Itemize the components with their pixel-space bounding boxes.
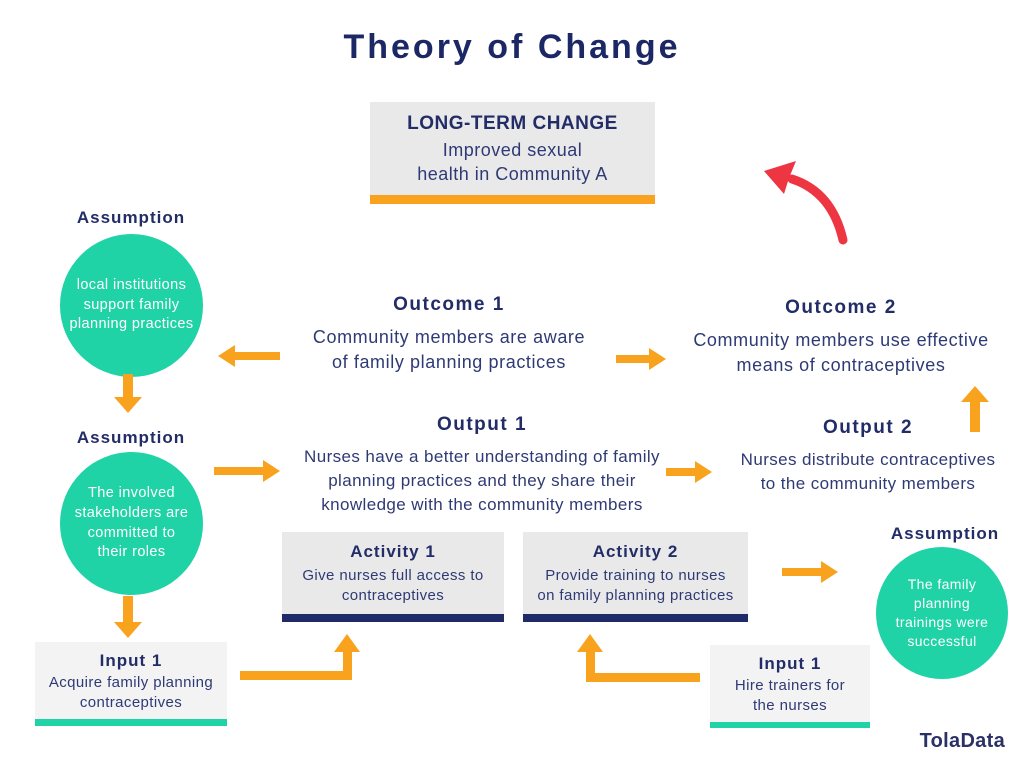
activity-2-text: Provide training to nurses on family pla…: [537, 567, 734, 604]
arrow-shaft: [123, 596, 133, 623]
input-1-right-text: Hire trainers for the nurses: [734, 677, 846, 714]
assumption-1-text: local institutions support family planni…: [69, 277, 194, 333]
long-term-change-text: Improved sexual health in Community A: [417, 140, 608, 185]
arrow-head: [695, 461, 712, 483]
assumption-3-text: The family planning trainings were succe…: [895, 576, 989, 649]
activity-1-heading: Activity 1: [350, 542, 436, 561]
outcome-1-text: Community members are aware of family pl…: [312, 327, 586, 373]
outcome-2-block: Outcome 2 Community members use effectiv…: [670, 297, 1012, 378]
arrow-shaft-horizontal: [586, 673, 700, 682]
input-1-left-heading: Input 1: [99, 651, 163, 670]
arrow-shaft: [616, 355, 651, 363]
arrow-right-assumption2-to-output1: [214, 460, 280, 482]
arrow-head: [649, 348, 666, 370]
output-1-heading: Output 1: [436, 414, 528, 435]
output-1-text: Nurses have a better understanding of fa…: [304, 447, 660, 514]
page-title: Theory of Change: [343, 28, 681, 66]
input-1-left-box: Input 1 Acquire family planning contrace…: [35, 642, 227, 726]
output-1-block: Output 1 Nurses have a better understand…: [282, 414, 682, 516]
assumption-3-label: Assumption: [890, 524, 1000, 543]
elbow-arrow-input1-to-activity2: [577, 634, 700, 682]
arrow-shaft-vertical: [343, 652, 352, 680]
activity-1-box: Activity 1 Give nurses full access to co…: [282, 532, 504, 622]
input-1-right-box: Input 1 Hire trainers for the nurses: [710, 645, 870, 728]
arrow-down-assumption2-to-input1: [114, 596, 142, 638]
arrow-down-assumption1-to-assumption2: [114, 374, 142, 413]
activity-2-heading: Activity 2: [592, 542, 679, 561]
output-2-heading: Output 2: [822, 417, 914, 438]
arrow-head: [334, 634, 360, 652]
arrow-head: [577, 634, 603, 652]
arrow-up-output2-to-outcome2: [961, 386, 989, 432]
arrow-shaft: [214, 467, 265, 475]
assumption-1-label: Assumption: [76, 208, 186, 227]
assumption-2-circle: The involved stakeholders are committed …: [60, 452, 203, 595]
arrow-left-outcome1-to-assumption1: [218, 345, 280, 367]
elbow-arrow-input1-to-activity1: [240, 632, 362, 681]
red-curved-arrow-icon: [764, 161, 848, 245]
arrow-right-output1-to-output2: [666, 461, 712, 483]
activity-1-text: Give nurses full access to contraceptive…: [302, 567, 484, 604]
activity-2-box: Activity 2 Provide training to nurses on…: [523, 532, 748, 622]
assumption-1-circle: local institutions support family planni…: [60, 234, 203, 377]
arrow-right-activity2-to-assumption3: [782, 561, 838, 583]
assumption-2-text: The involved stakeholders are committed …: [74, 485, 189, 561]
toladata-logo: TolaData: [919, 730, 1005, 752]
arrow-head: [114, 397, 142, 413]
arrow-head: [821, 561, 838, 583]
arrow-shaft: [782, 568, 823, 576]
arrow-shaft-horizontal: [240, 671, 352, 680]
arrow-shaft: [123, 374, 133, 398]
arrow-right-outcome1-to-outcome2: [616, 348, 666, 370]
assumption-2-label: Assumption: [76, 428, 186, 447]
input-1-left-text: Acquire family planning contraceptives: [48, 674, 214, 711]
arrow-shaft: [233, 352, 280, 360]
arrow-shaft: [666, 468, 697, 476]
arrow-head: [263, 460, 280, 482]
arrow-head: [114, 622, 142, 638]
outcome-1-heading: Outcome 1: [393, 294, 505, 315]
long-term-change-heading: LONG-TERM CHANGE: [407, 113, 618, 134]
arrow-head: [961, 386, 989, 402]
arrow-shaft: [970, 401, 980, 432]
outcome-1-block: Outcome 1 Community members are aware of…: [288, 294, 610, 375]
output-2-block: Output 2 Nurses distribute contraceptive…: [720, 417, 1016, 496]
input-1-right-heading: Input 1: [758, 654, 822, 673]
arrow-shaft-vertical: [586, 652, 595, 682]
output-2-text: Nurses distribute contraceptives to the …: [740, 450, 996, 493]
arrow-head: [218, 345, 235, 367]
outcome-2-text: Community members use effective means of…: [693, 330, 989, 376]
assumption-3-circle: The family planning trainings were succe…: [876, 547, 1008, 679]
long-term-change-box: LONG-TERM CHANGE Improved sexual health …: [370, 102, 655, 204]
outcome-2-heading: Outcome 2: [785, 297, 897, 318]
